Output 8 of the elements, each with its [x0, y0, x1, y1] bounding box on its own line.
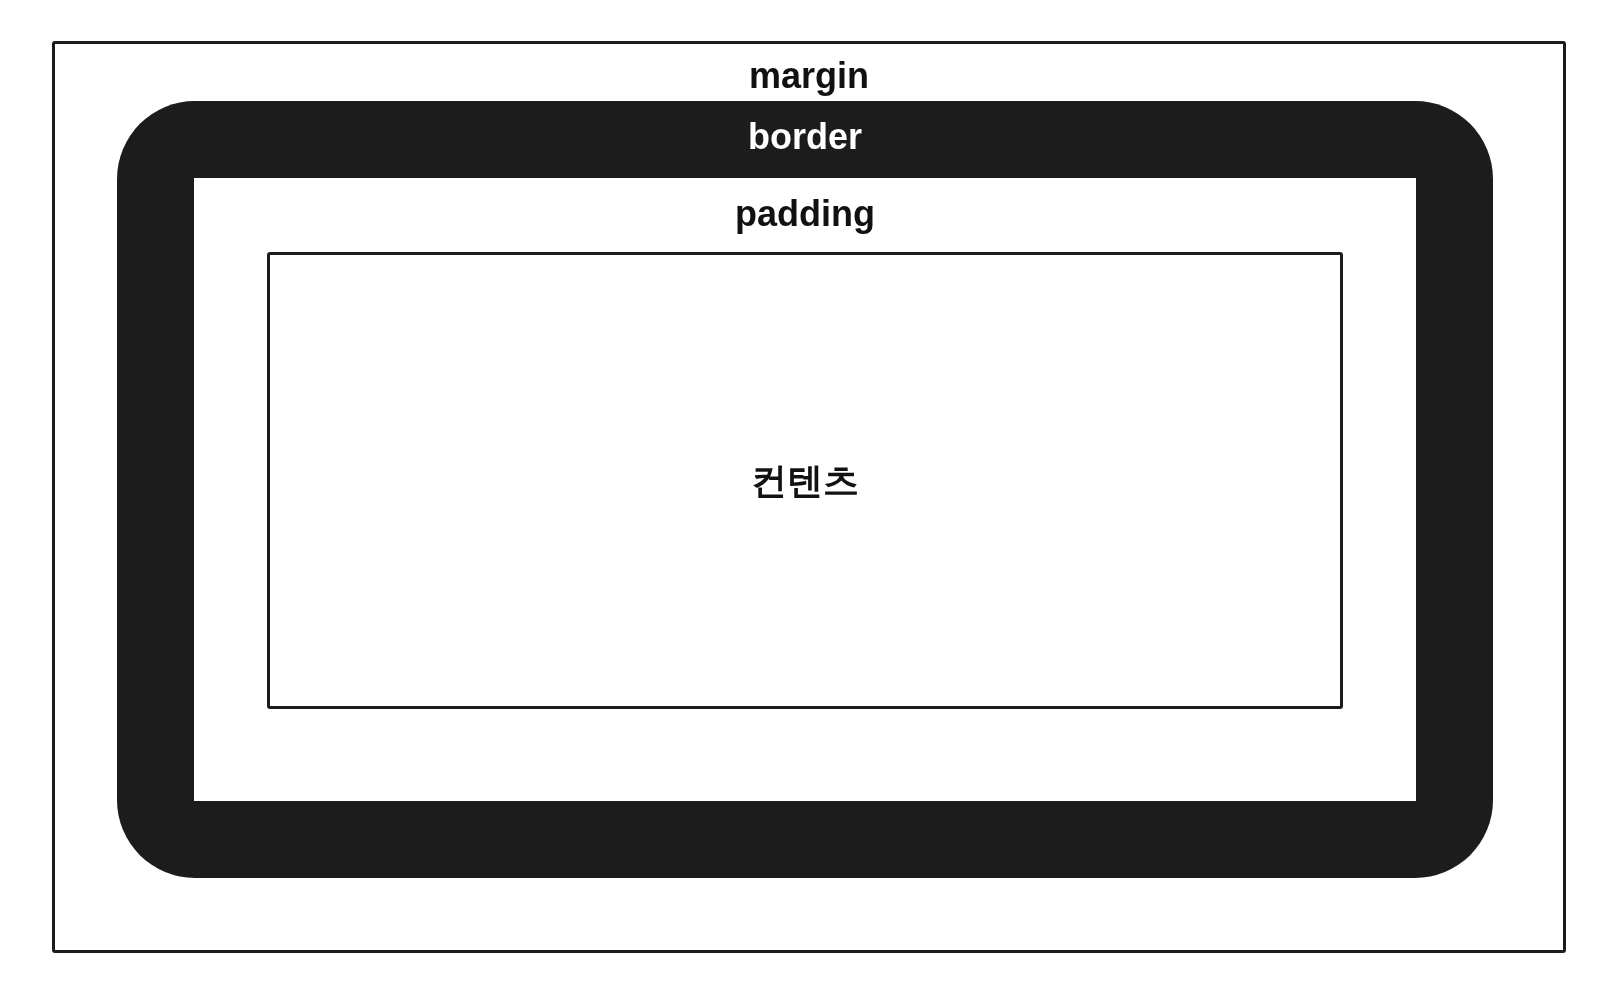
padding-area [194, 178, 1416, 801]
box-label: margin [749, 58, 869, 94]
box-label: border [748, 119, 862, 155]
border-band [117, 101, 1493, 878]
margin-box [52, 41, 1566, 953]
box-label: 컨텐츠 [751, 462, 859, 499]
box-label: padding [735, 196, 875, 232]
content-box [267, 252, 1343, 709]
